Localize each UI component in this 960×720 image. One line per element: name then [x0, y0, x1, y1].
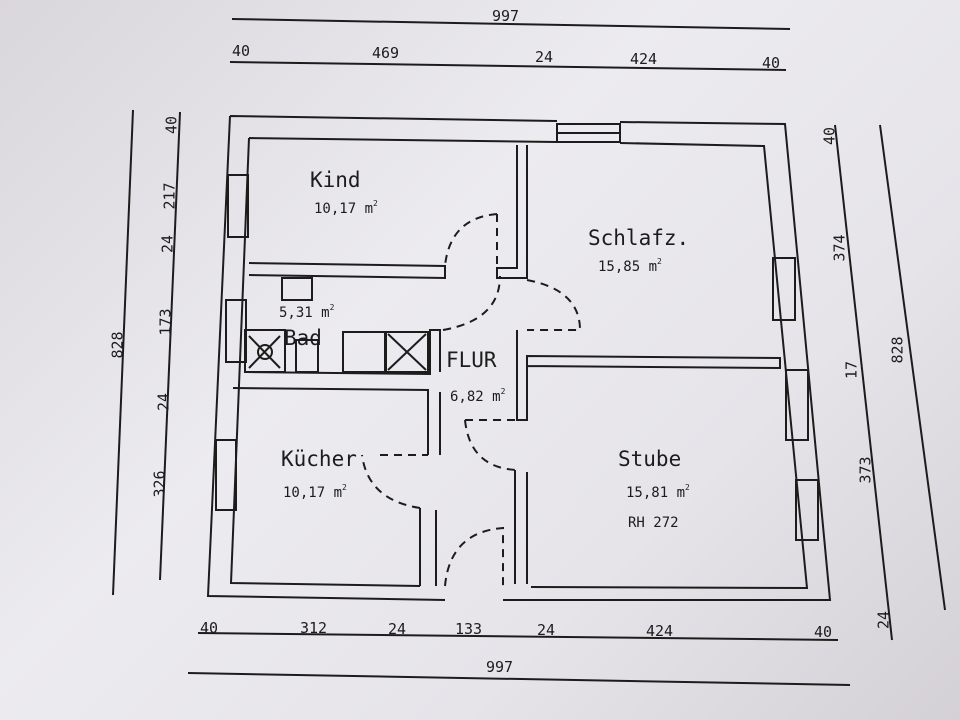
- area-exponent: 2: [685, 483, 690, 492]
- room-name-bad: Bad: [284, 326, 322, 350]
- dim-bottom-total: 997: [486, 658, 514, 676]
- dim-right-4: 24: [874, 610, 893, 630]
- room-area-schlaf: 15,85 m2: [598, 257, 662, 275]
- area-value: 15,81 m: [626, 485, 686, 501]
- toilet: [295, 339, 319, 373]
- door-schlaf: [526, 279, 582, 331]
- door-flur: [442, 275, 501, 331]
- dim-bottom-1: 312: [300, 619, 328, 637]
- outer-wall: [206, 115, 832, 601]
- room-area-stube: 15,81 m2: [626, 483, 690, 501]
- dim-bottom-0: 40: [200, 619, 219, 637]
- room-name-flur: FLUR: [446, 348, 497, 372]
- door-entrance: [444, 526, 504, 587]
- room-name-schlaf: Schlafz.: [588, 226, 690, 250]
- wall-kueche: [232, 387, 441, 586]
- dim-top-2: 24: [535, 48, 554, 66]
- dim-top-total: 997: [492, 7, 520, 25]
- wall-kind: [248, 145, 528, 280]
- dim-top-3: 424: [630, 50, 658, 68]
- room-area-flur: 6,82 m2: [450, 387, 506, 405]
- dim-bottom-5: 424: [646, 622, 674, 640]
- room-name-kueche: Kücher: [281, 447, 357, 471]
- dim-left-1: 217: [160, 182, 179, 210]
- wall-stube-left: [514, 470, 528, 584]
- dim-bottom-2: 24: [388, 620, 407, 638]
- shower: [385, 331, 429, 373]
- bottom-segment-dim-line: [197, 632, 839, 641]
- bottom-total-dim-line: [187, 672, 851, 686]
- dim-left-total: 828: [108, 331, 127, 359]
- dim-top-4: 40: [762, 54, 781, 72]
- room-name-kind: Kind: [310, 168, 361, 192]
- room-height-stube: RH 272: [628, 515, 679, 531]
- window-right-schlaf: [772, 257, 796, 321]
- window-left-kind: [227, 174, 249, 238]
- bathtub: [244, 329, 286, 373]
- dim-bottom-6: 40: [814, 623, 833, 641]
- top-total-dim-line: [231, 18, 791, 30]
- room-area-kueche: 10,17 m2: [283, 483, 347, 501]
- area-value: 5,31 m: [279, 305, 330, 321]
- area-exponent: 2: [500, 387, 506, 396]
- bathtub-drain: [257, 344, 273, 360]
- room-area-kind: 10,17 m2: [314, 199, 378, 217]
- area-exponent: 2: [342, 483, 347, 492]
- dim-top-0: 40: [232, 42, 251, 60]
- right-total-dim-line: [879, 124, 946, 611]
- window-right-stube-2: [795, 479, 819, 541]
- window-right-stube-1: [785, 369, 809, 441]
- wall-bad: [246, 329, 441, 376]
- area-value: 10,17 m: [314, 201, 374, 217]
- left-segment-dim-line: [159, 111, 181, 581]
- dim-bottom-4: 24: [537, 621, 556, 639]
- door-kueche: [361, 454, 428, 509]
- room-name-stube: Stube: [618, 447, 682, 471]
- top-segment-dim-line: [229, 61, 787, 71]
- bad-sink: [281, 277, 313, 301]
- dim-right-3: 373: [856, 456, 875, 484]
- dim-left-5: 326: [150, 470, 169, 498]
- area-value: 6,82 m: [450, 389, 501, 405]
- washer: [342, 331, 386, 373]
- dim-bottom-3: 133: [455, 620, 483, 638]
- area-exponent: 2: [329, 303, 335, 312]
- area-exponent: 2: [657, 257, 662, 266]
- dim-right-0: 40: [820, 126, 839, 146]
- right-segment-dim-line: [834, 124, 893, 641]
- left-total-dim-line: [112, 109, 134, 596]
- dim-left-3: 173: [156, 308, 175, 336]
- dim-left-0: 40: [162, 115, 181, 135]
- dim-right-2: 17: [842, 360, 861, 380]
- area-value: 10,17 m: [283, 485, 343, 501]
- outer-wall-inner: [229, 137, 809, 590]
- area-exponent: 2: [373, 199, 378, 208]
- dim-left-2: 24: [158, 234, 177, 254]
- dim-right-1: 374: [830, 234, 849, 262]
- door-stube: [464, 419, 518, 471]
- bathtub-x: [248, 335, 281, 369]
- dim-right-total: 828: [888, 336, 907, 364]
- area-value: 15,85 m: [598, 259, 658, 275]
- dim-top-1: 469: [372, 44, 400, 62]
- door-kind: [444, 213, 498, 267]
- window-left-kueche: [215, 439, 237, 511]
- wall-schlaf-stube: [516, 330, 781, 421]
- room-area-bad: 5,31 m2: [279, 303, 335, 321]
- shower-x: [387, 333, 427, 371]
- dim-left-4: 24: [154, 392, 173, 412]
